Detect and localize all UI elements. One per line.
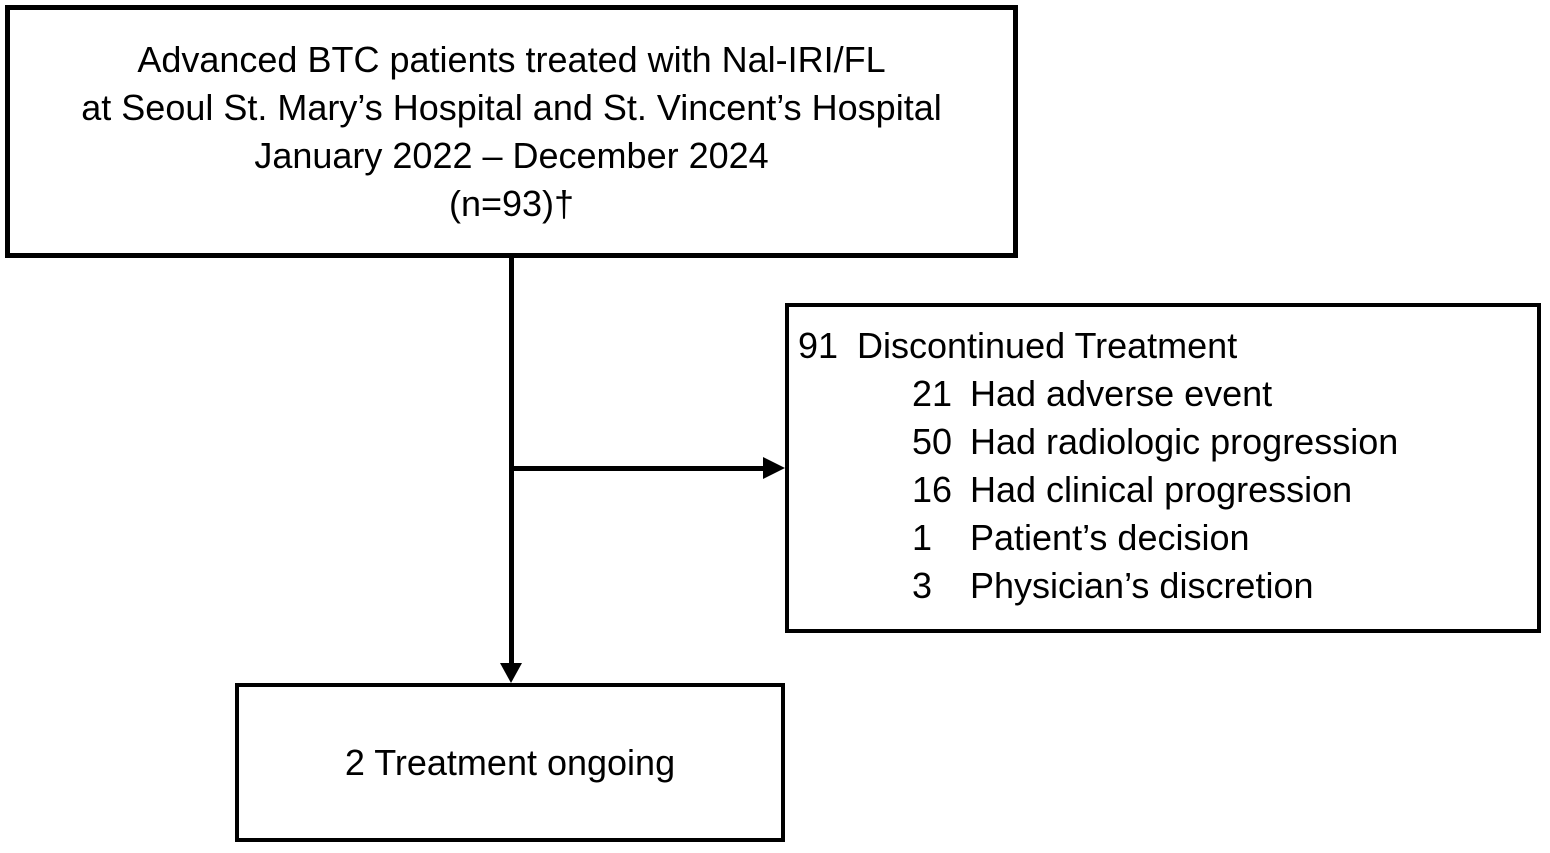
reason-label: Had adverse event bbox=[970, 373, 1273, 414]
ongoing-box: 2 Treatment ongoing bbox=[235, 683, 785, 842]
reason-label: Physician’s discretion bbox=[970, 565, 1314, 606]
discontinued-reason-row: 3 Physician’s discretion bbox=[912, 562, 1537, 610]
reason-count: 16 bbox=[912, 469, 953, 510]
reason-count: 21 bbox=[912, 373, 953, 414]
discontinued-count: 91 bbox=[798, 325, 839, 366]
right-arrowhead-icon bbox=[763, 457, 785, 479]
connector-horizontal-line bbox=[511, 466, 765, 471]
discontinued-reason-row: 16 Had clinical progression bbox=[912, 466, 1537, 514]
discontinued-reason-row: 21 Had adverse event bbox=[912, 370, 1537, 418]
reason-label: Had clinical progression bbox=[970, 469, 1353, 510]
discontinued-reason-row: 50 Had radiologic progression bbox=[912, 418, 1537, 466]
enrollment-line-2: at Seoul St. Mary’s Hospital and St. Vin… bbox=[81, 86, 942, 128]
enrollment-box: Advanced BTC patients treated with Nal-I… bbox=[5, 5, 1018, 258]
discontinued-label: Discontinued Treatment bbox=[857, 325, 1238, 366]
down-arrowhead-icon bbox=[500, 663, 522, 683]
ongoing-label: 2 Treatment ongoing bbox=[344, 741, 676, 783]
connector-vertical-line bbox=[509, 258, 514, 666]
reason-count: 1 bbox=[912, 517, 933, 558]
discontinued-box: 91 Discontinued Treatment 21 Had adverse e… bbox=[785, 303, 1541, 633]
enrollment-line-4: (n=93)† bbox=[448, 182, 575, 224]
reason-count: 3 bbox=[912, 565, 933, 606]
discontinued-reason-row: 1 Patient’s decision bbox=[912, 514, 1537, 562]
reason-label: Patient’s decision bbox=[970, 517, 1250, 558]
reason-count: 50 bbox=[912, 421, 953, 462]
enrollment-line-3: January 2022 – December 2024 bbox=[254, 134, 769, 176]
reason-label: Had radiologic progression bbox=[970, 421, 1399, 462]
enrollment-line-1: Advanced BTC patients treated with Nal-I… bbox=[137, 38, 886, 80]
discontinued-title-row: 91 Discontinued Treatment bbox=[798, 322, 1537, 370]
